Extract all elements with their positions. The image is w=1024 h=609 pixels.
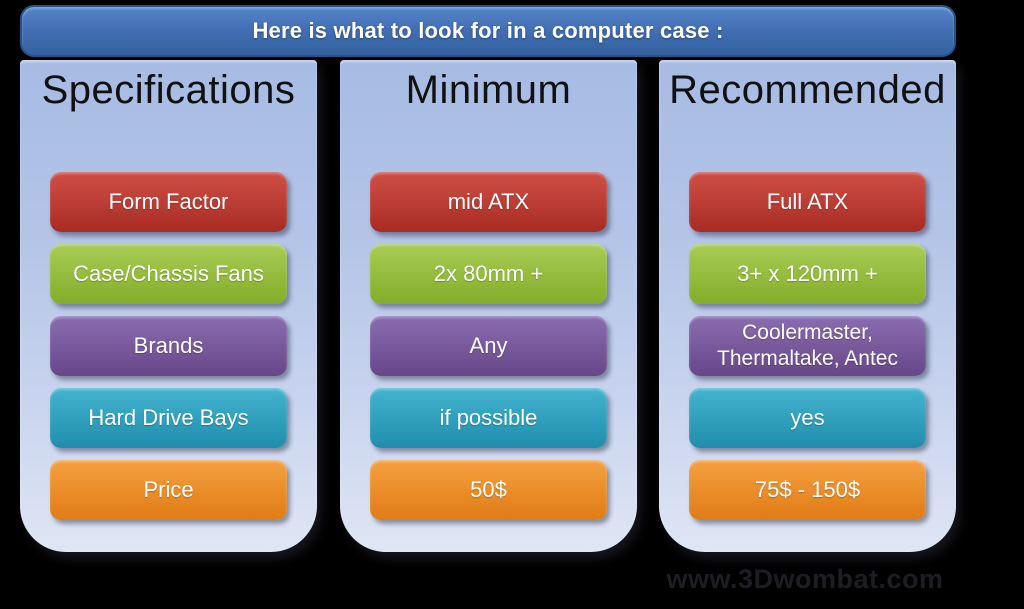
cell-rec-price: 75$ - 150$ (689, 460, 926, 520)
cell-spec-price: Price (50, 460, 287, 520)
cell-spec-form-factor: Form Factor (50, 172, 287, 232)
cell-spec-drive-bays: Hard Drive Bays (50, 388, 287, 448)
cell-min-drive-bays: if possible (370, 388, 607, 448)
panel-specifications: Specifications Form Factor Case/Chassis … (20, 60, 317, 552)
column-header-specifications: Specifications (41, 68, 296, 112)
minimum-pill-list: mid ATX 2x 80mm + Any if possible 50$ (340, 172, 637, 520)
watermark: www.3Dwombat.com (666, 564, 944, 594)
cell-rec-case-fans: 3+ x 120mm + (689, 244, 926, 304)
cell-rec-drive-bays: yes (689, 388, 926, 448)
panel-recommended: Recommended Full ATX 3+ x 120mm + Cooler… (659, 60, 956, 552)
cell-spec-brands: Brands (50, 316, 287, 376)
column-header-recommended: Recommended (669, 68, 946, 112)
cell-min-case-fans: 2x 80mm + (370, 244, 607, 304)
recommended-pill-list: Full ATX 3+ x 120mm + Coolermaster, Ther… (659, 172, 956, 520)
cell-spec-case-fans: Case/Chassis Fans (50, 244, 287, 304)
title-text: Here is what to look for in a computer c… (252, 18, 724, 43)
cell-rec-brands: Coolermaster, Thermaltake, Antec (689, 316, 926, 376)
cell-min-price: 50$ (370, 460, 607, 520)
spec-pill-list: Form Factor Case/Chassis Fans Brands Har… (20, 172, 317, 520)
panel-minimum: Minimum mid ATX 2x 80mm + Any if possibl… (340, 60, 637, 552)
title-banner: Here is what to look for in a computer c… (20, 5, 956, 57)
cell-min-brands: Any (370, 316, 607, 376)
cell-rec-form-factor: Full ATX (689, 172, 926, 232)
column-header-minimum: Minimum (405, 68, 572, 112)
cell-min-form-factor: mid ATX (370, 172, 607, 232)
